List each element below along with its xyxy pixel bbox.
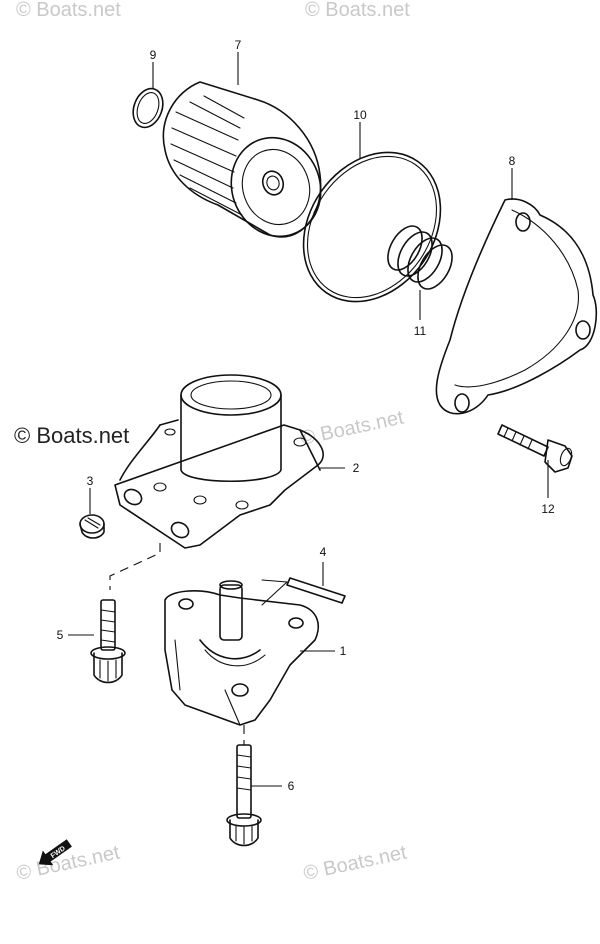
part-9-o-ring <box>132 87 164 129</box>
callout-4: 4 <box>320 545 327 559</box>
callout-11: 11 <box>414 324 427 338</box>
callout-5: 5 <box>57 628 64 642</box>
assembly-lines <box>109 543 245 745</box>
watermark-top-left: © Boats.net <box>16 0 121 21</box>
watermark-bottom-right: © Boats.net <box>301 841 409 884</box>
callout-2: 2 <box>353 461 360 475</box>
part-5-bolt <box>90 599 126 684</box>
part-4-pin <box>261 577 346 606</box>
fwd-arrow-icon: FWD <box>38 839 72 866</box>
part-3-plug <box>79 514 105 539</box>
part-11-spring <box>387 225 453 290</box>
watermark-top-right: © Boats.net <box>305 0 410 21</box>
part-2-housing <box>114 374 324 549</box>
leader-lines <box>68 52 549 787</box>
part-12-bolt <box>497 424 573 473</box>
part-8-cover <box>435 198 598 415</box>
copyright-text: © Boats.net <box>14 423 129 448</box>
callout-3: 3 <box>87 474 94 488</box>
part-6-bolt <box>226 744 262 847</box>
part-1-pump-body <box>164 580 319 726</box>
callout-7: 7 <box>235 38 242 52</box>
watermark-middle: © Boats.net <box>298 406 406 449</box>
callout-1: 1 <box>340 644 347 658</box>
callout-12: 12 <box>541 502 555 516</box>
callout-8: 8 <box>509 154 516 168</box>
part-10-large-o-ring <box>302 151 442 303</box>
callouts: 9 7 10 8 11 12 2 3 4 1 5 6 <box>57 38 555 793</box>
callout-6: 6 <box>288 779 295 793</box>
callout-10: 10 <box>353 108 367 122</box>
callout-9: 9 <box>150 48 157 62</box>
part-7-oil-filter <box>162 81 322 238</box>
